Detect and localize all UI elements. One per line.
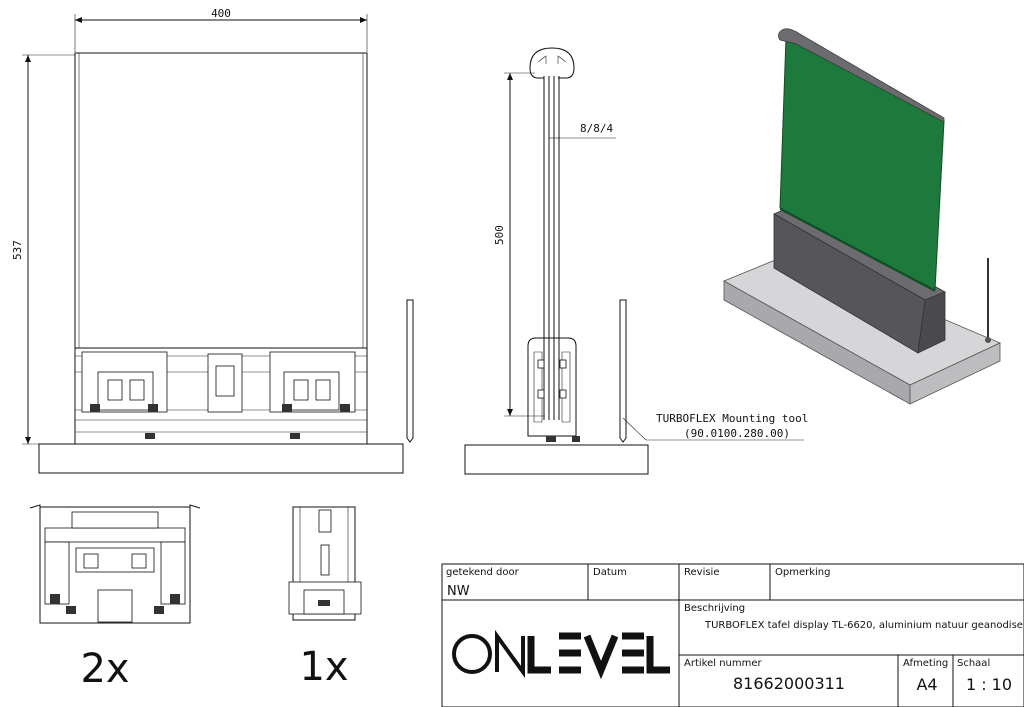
format-value: A4 bbox=[916, 675, 937, 694]
side-mounting-tool bbox=[619, 299, 627, 443]
remark-label: Opmerking bbox=[775, 567, 830, 578]
onlevel-logo bbox=[452, 629, 670, 680]
glass-spec-label: 8/8/4 bbox=[580, 122, 613, 135]
quantity-2x: 2x bbox=[80, 646, 129, 692]
description-label: Beschrijving bbox=[684, 603, 745, 614]
scale-label: Schaal bbox=[957, 658, 990, 669]
side-height-dimension: 500 bbox=[493, 225, 506, 245]
front-glass-panel bbox=[74, 52, 368, 349]
date-label: Datum bbox=[593, 567, 627, 578]
front-base-plate bbox=[38, 443, 404, 474]
front-view: 400 537 bbox=[11, 7, 414, 474]
front-width-dimension: 400 bbox=[211, 7, 231, 20]
format-label: Afmeting bbox=[903, 658, 948, 669]
front-mounting-tool bbox=[406, 299, 414, 443]
detail-clamp-2x: 2x bbox=[29, 504, 201, 692]
drawn-by-label: getekend door bbox=[446, 567, 520, 578]
title-block: getekend door NW Datum Revisie Opmerking… bbox=[441, 563, 1024, 707]
side-clamp-profile bbox=[527, 337, 577, 437]
front-height-dimension: 537 bbox=[11, 240, 24, 260]
mounting-tool-code: (90.0100.280.00) bbox=[684, 427, 790, 440]
article-number-label: Artikel nummer bbox=[684, 658, 763, 669]
mounting-tool-name: TURBOFLEX Mounting tool bbox=[656, 412, 808, 425]
revision-label: Revisie bbox=[684, 567, 720, 578]
article-number-value: 81662000311 bbox=[733, 674, 845, 693]
side-base-plate bbox=[464, 444, 649, 475]
description-value: TURBOFLEX tafel display TL-6620, alumini… bbox=[704, 620, 1024, 631]
detail-endcap-1x: 1x bbox=[288, 506, 362, 690]
quantity-1x: 1x bbox=[299, 644, 348, 690]
side-view: 500 8/8/4 TURBOFLEX Mounting tool (90.01… bbox=[464, 47, 808, 475]
isometric-view bbox=[723, 28, 1001, 405]
drawn-by-value: NW bbox=[447, 584, 470, 599]
scale-value: 1 : 10 bbox=[966, 675, 1012, 694]
